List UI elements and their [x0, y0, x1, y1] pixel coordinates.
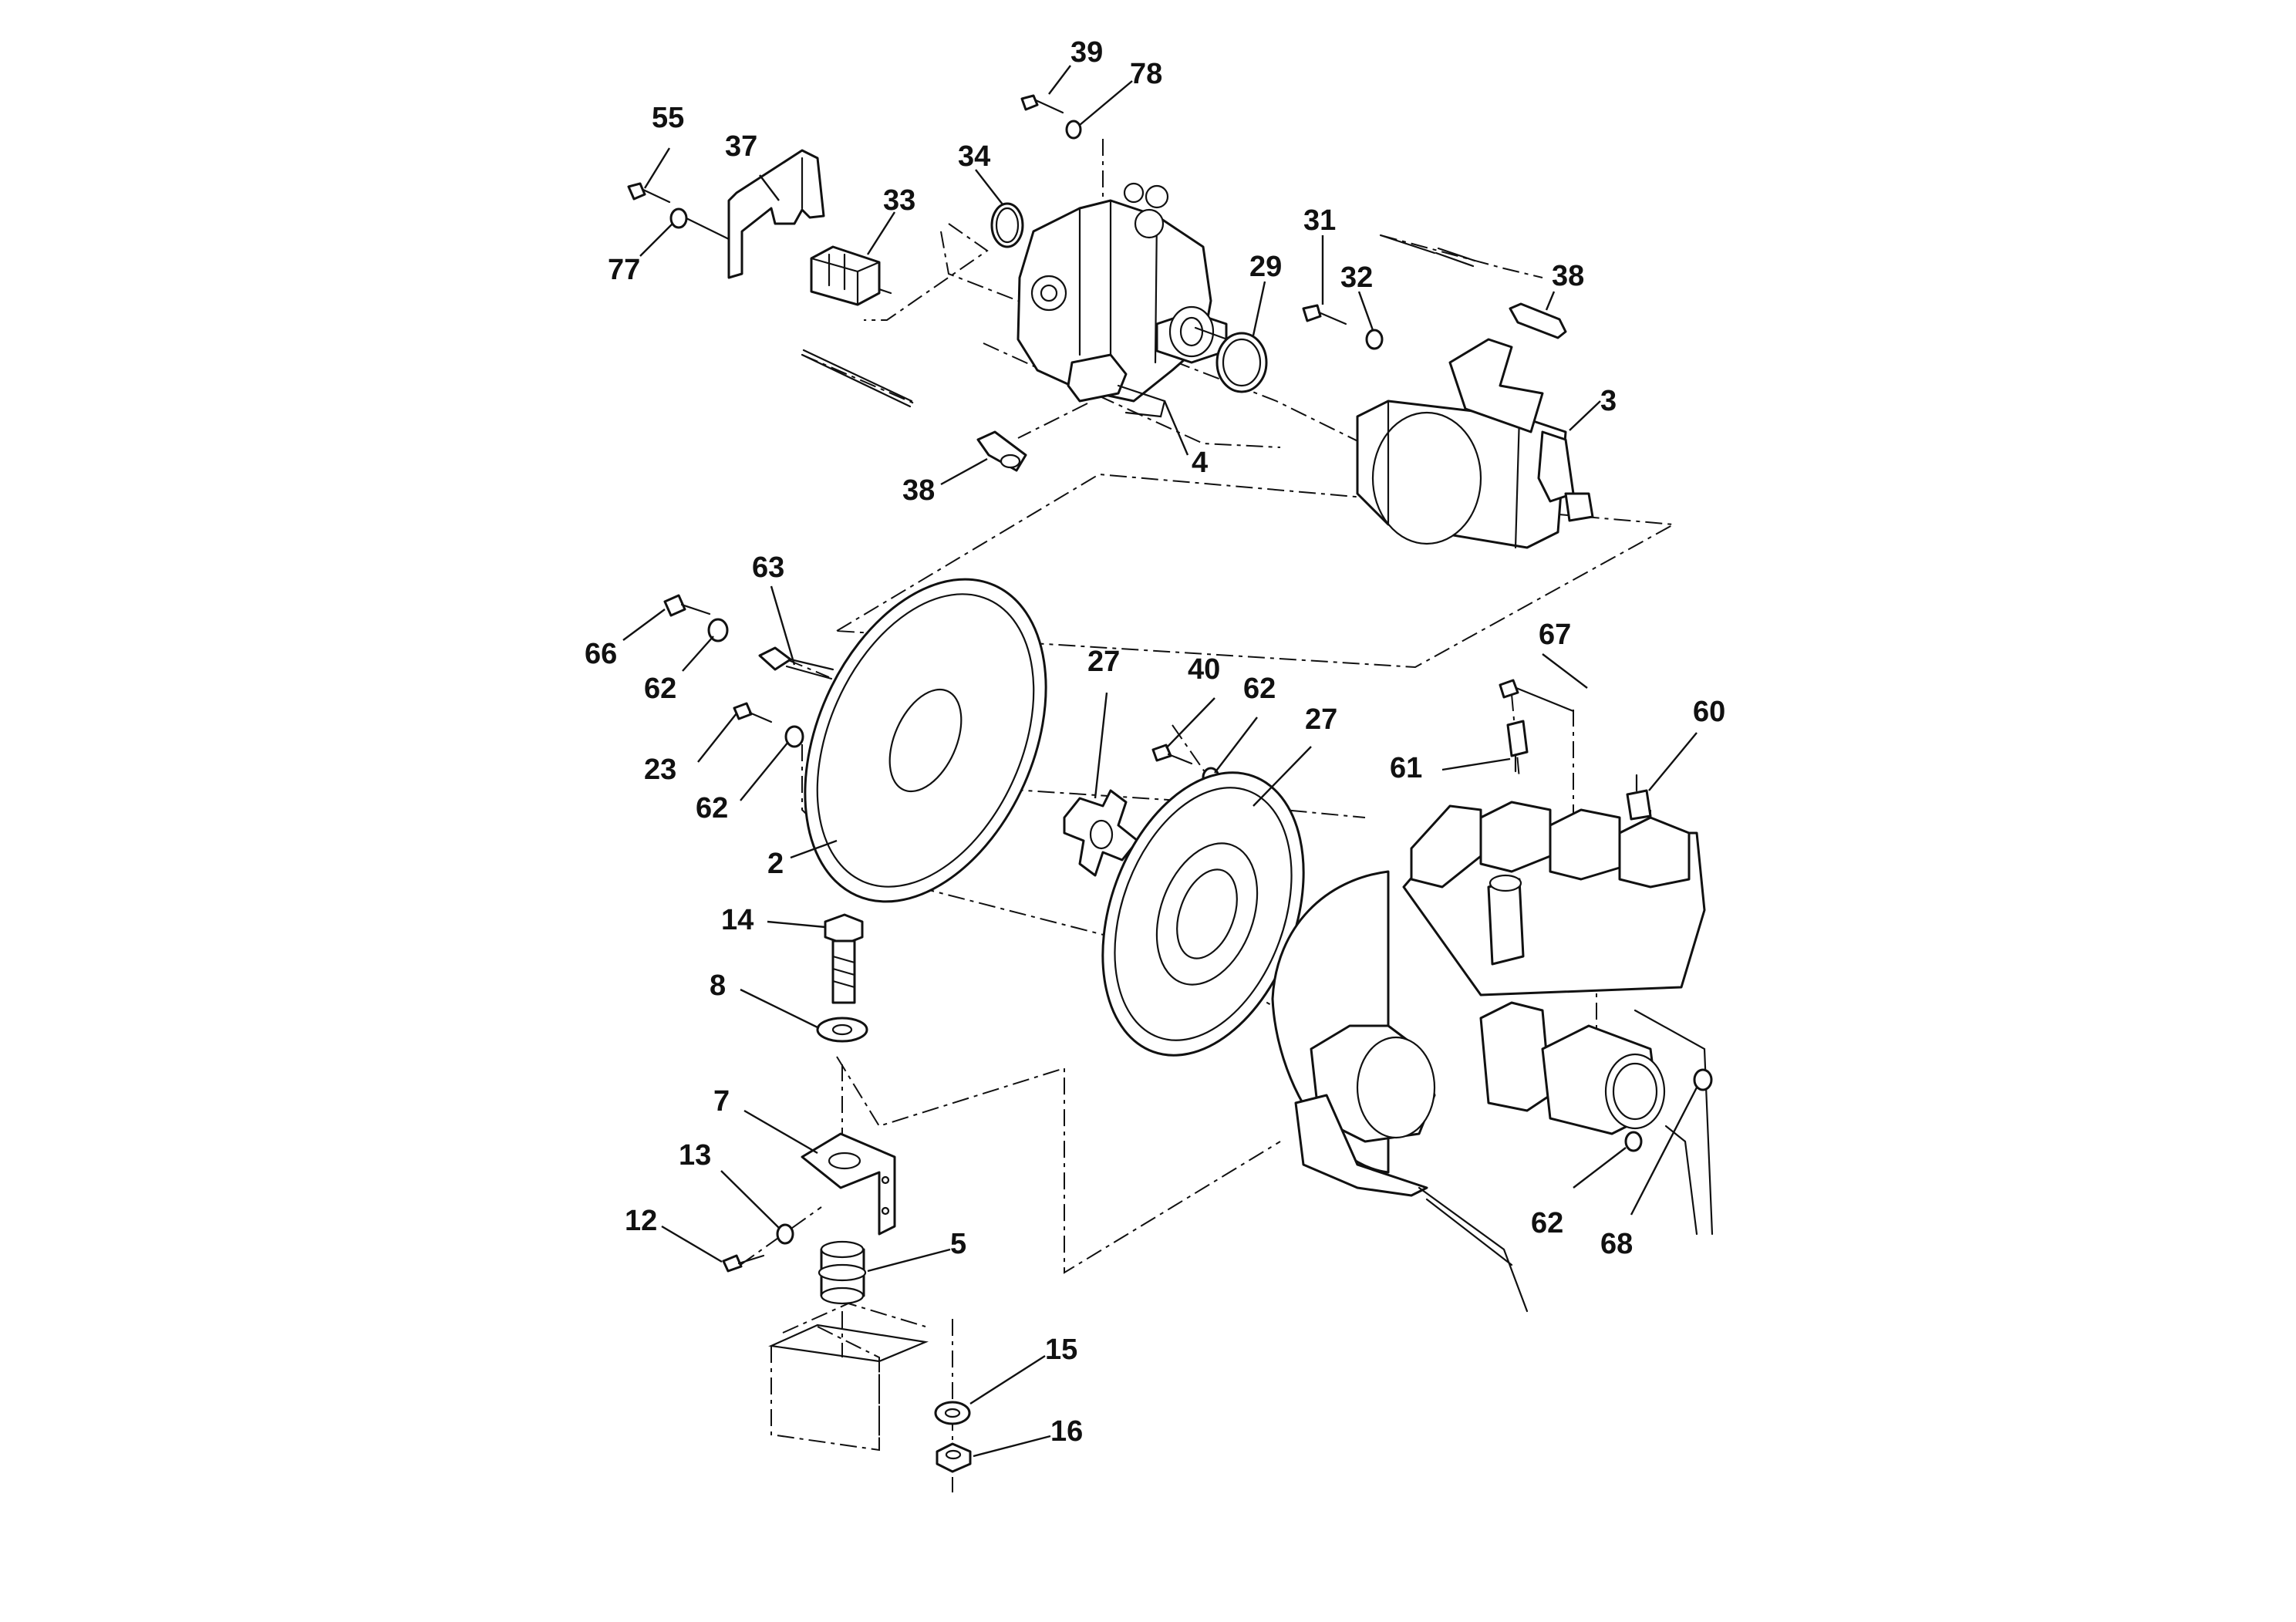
bolt-14 [824, 913, 864, 1004]
callout-labels: 55 37 77 33 34 39 78 31 32 29 38 3 4 38 … [585, 36, 1725, 1448]
label-78: 78 [1130, 58, 1162, 90]
label-5: 5 [950, 1228, 966, 1260]
clip-63 [758, 646, 834, 680]
bolt-40 [1151, 744, 1193, 765]
label-16: 16 [1050, 1415, 1083, 1448]
washer-62-b [784, 725, 804, 748]
washer-8 [816, 1017, 868, 1043]
label-7: 7 [713, 1085, 730, 1118]
bolt-31 [1302, 304, 1347, 325]
label-39: 39 [1070, 36, 1103, 69]
bolt-66 [663, 594, 711, 617]
label-23: 23 [644, 754, 676, 786]
label-66: 66 [585, 638, 617, 670]
label-62-d: 62 [1531, 1207, 1563, 1239]
label-3: 3 [1600, 385, 1617, 417]
label-14: 14 [721, 904, 754, 936]
label-60: 60 [1693, 696, 1725, 728]
label-38-bottom: 38 [902, 474, 935, 507]
leader-lines [622, 65, 1698, 1458]
label-27-spider: 27 [1087, 646, 1120, 678]
bolt-67 [1499, 679, 1575, 713]
label-31: 31 [1303, 204, 1336, 237]
washer-13 [776, 1223, 794, 1245]
label-62-a: 62 [644, 673, 676, 705]
label-8: 8 [710, 969, 726, 1002]
label-13: 13 [679, 1139, 711, 1172]
label-15: 15 [1045, 1334, 1077, 1366]
label-34: 34 [958, 140, 990, 173]
nut-16 [936, 1442, 972, 1473]
label-55: 55 [652, 102, 684, 134]
washer-15 [934, 1401, 971, 1425]
washer-62-a [707, 618, 729, 642]
nut-68 [1693, 1068, 1713, 1091]
bolt-12 [722, 1254, 765, 1273]
rod-end-38-top [1379, 234, 1567, 339]
label-61: 61 [1390, 752, 1422, 784]
label-29: 29 [1249, 251, 1282, 283]
pump-4 [1017, 182, 1239, 418]
mount-bracket-lower [768, 1324, 929, 1363]
label-33: 33 [883, 184, 915, 217]
engine-block [1271, 801, 1714, 1313]
label-63: 63 [752, 551, 784, 584]
sender-61 [1506, 720, 1529, 773]
label-77: 77 [608, 254, 640, 286]
label-38-top: 38 [1552, 260, 1584, 292]
label-37: 37 [725, 130, 757, 163]
bolt-39 [1020, 94, 1064, 114]
label-62-b: 62 [696, 792, 728, 824]
washer-62-d [1624, 1131, 1643, 1152]
mount-5 [818, 1240, 867, 1305]
bracket-37 [727, 149, 825, 279]
oring-29 [1215, 332, 1268, 393]
bolt-23 [733, 702, 773, 723]
label-40: 40 [1188, 653, 1220, 686]
label-68: 68 [1600, 1228, 1633, 1260]
rod-end-38-bottom [801, 349, 1027, 472]
flexplate-2 [804, 578, 1047, 903]
label-27-disc: 27 [1305, 703, 1337, 736]
washer-77 [669, 207, 688, 229]
bracket-7 [801, 1132, 896, 1236]
label-12: 12 [625, 1205, 657, 1237]
bolt-55 [627, 182, 671, 204]
coupling-disc-27 [1101, 771, 1305, 1057]
label-2: 2 [767, 848, 784, 880]
label-62-c: 62 [1243, 673, 1276, 705]
washer-78 [1065, 120, 1082, 140]
label-32: 32 [1340, 261, 1373, 294]
washer-32 [1365, 329, 1384, 350]
block-33 [810, 245, 892, 306]
label-4: 4 [1192, 447, 1208, 479]
motor-3 [1356, 338, 1594, 549]
label-67: 67 [1539, 619, 1571, 651]
switch-60 [1626, 774, 1652, 821]
